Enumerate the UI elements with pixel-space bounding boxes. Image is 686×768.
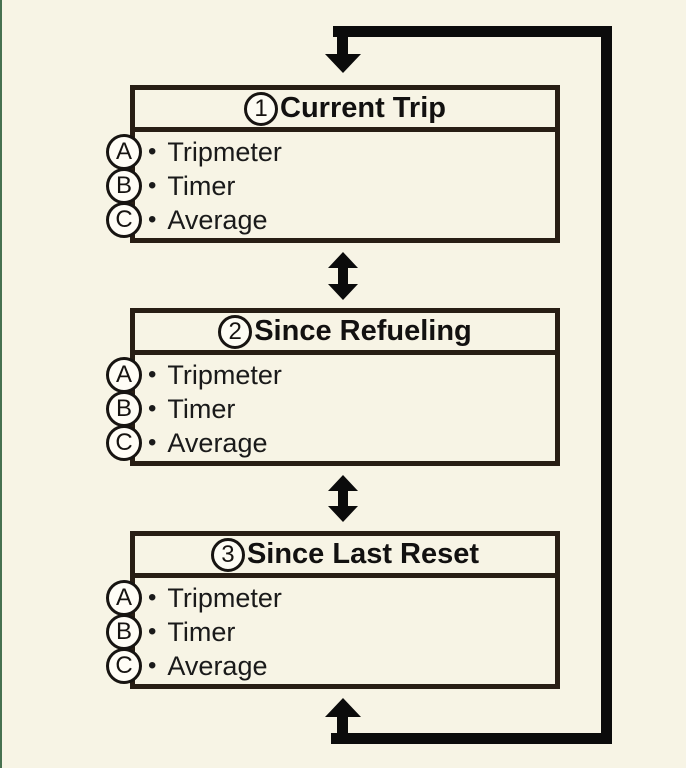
arrowhead-down-icon — [328, 506, 358, 522]
arrowhead-up-icon — [328, 475, 358, 491]
item-label: Average — [167, 427, 268, 458]
list-item: A • Tripmeter — [106, 357, 555, 393]
loop-top-stub — [337, 34, 348, 56]
mode-title: Current Trip — [280, 92, 446, 124]
bullet-icon: • — [148, 206, 157, 233]
step-number-badge: 1 — [244, 91, 279, 126]
step-number-badge: 3 — [210, 537, 245, 572]
list-item: B • Timer — [106, 168, 555, 204]
item-letter-badge: B — [106, 168, 142, 204]
item-label: Tripmeter — [167, 359, 282, 390]
mode-box-header: 2 Since Refueling — [135, 313, 555, 355]
arrow-shaft — [338, 266, 348, 286]
list-item: C • Average — [106, 648, 555, 684]
bullet-icon: • — [148, 584, 157, 611]
bullet-icon: • — [148, 395, 157, 422]
mode-box-header: 3 Since Last Reset — [135, 536, 555, 578]
mode-box-since-refueling: 2 Since Refueling A • Tripmeter B • Time… — [106, 308, 560, 466]
arrowhead-up-icon — [328, 252, 358, 268]
page-edge-line — [0, 0, 2, 768]
list-item: B • Timer — [106, 391, 555, 427]
loop-top-segment — [333, 26, 612, 37]
list-item: A • Tripmeter — [106, 580, 555, 616]
item-letter-badge: C — [106, 202, 142, 238]
item-letter-badge: B — [106, 614, 142, 650]
mode-box-current-trip: 1 Current Trip A • Tripmeter B • Timer C… — [106, 85, 560, 243]
mode-box-body: A • Tripmeter B • Timer C • Average — [106, 355, 555, 461]
step-number-badge: 2 — [218, 314, 253, 349]
list-item: C • Average — [106, 425, 555, 461]
list-item: B • Timer — [106, 614, 555, 650]
item-label: Average — [167, 204, 268, 235]
mode-box-body: A • Tripmeter B • Timer C • Average — [106, 578, 555, 684]
mode-box-header: 1 Current Trip — [135, 90, 555, 132]
item-label: Timer — [167, 170, 236, 201]
item-letter-badge: A — [106, 580, 142, 616]
mode-box-since-last-reset: 3 Since Last Reset A • Tripmeter B • Tim… — [106, 531, 560, 689]
loop-right-segment — [601, 26, 612, 744]
item-letter-badge: A — [106, 134, 142, 170]
item-letter-badge: A — [106, 357, 142, 393]
item-letter-badge: B — [106, 391, 142, 427]
arrow-shaft — [338, 489, 348, 508]
arrowhead-up-icon — [325, 698, 361, 717]
mode-title: Since Last Reset — [246, 538, 480, 570]
arrowhead-down-icon — [328, 284, 358, 300]
bullet-icon: • — [148, 138, 157, 165]
item-label: Timer — [167, 616, 236, 647]
item-label: Timer — [167, 393, 236, 424]
item-label: Average — [167, 650, 268, 681]
item-label: Tripmeter — [167, 136, 282, 167]
list-item: C • Average — [106, 202, 555, 238]
arrowhead-down-icon — [325, 54, 361, 73]
mode-title: Since Refueling — [254, 315, 472, 347]
item-letter-badge: C — [106, 425, 142, 461]
bullet-icon: • — [148, 361, 157, 388]
loop-bottom-segment — [331, 733, 612, 744]
list-item: A • Tripmeter — [106, 134, 555, 170]
bullet-icon: • — [148, 429, 157, 456]
mode-box-body: A • Tripmeter B • Timer C • Average — [106, 132, 555, 238]
bullet-icon: • — [148, 172, 157, 199]
bullet-icon: • — [148, 652, 157, 679]
item-letter-badge: C — [106, 648, 142, 684]
bullet-icon: • — [148, 618, 157, 645]
loop-bottom-stub — [337, 715, 348, 734]
item-label: Tripmeter — [167, 582, 282, 613]
